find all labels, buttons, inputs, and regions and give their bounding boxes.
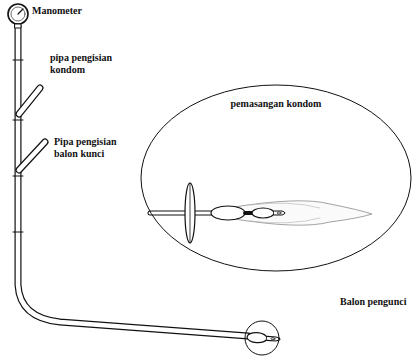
part-label: Pipa pengisian balon kunci bbox=[54, 136, 134, 159]
inset-balloon bbox=[211, 206, 245, 220]
branch-pipe-inner bbox=[19, 142, 45, 170]
branch-pipe-inner bbox=[19, 88, 40, 114]
manometer-dial bbox=[8, 4, 28, 24]
inset-title: pemasangan kondom bbox=[231, 98, 322, 110]
disc bbox=[185, 183, 195, 243]
inset-illustration bbox=[150, 183, 372, 243]
magnify-circle bbox=[245, 321, 279, 355]
inset-ellipse: pemasangan kondom bbox=[140, 84, 412, 272]
condom-outline bbox=[228, 201, 372, 225]
lock-balloon bbox=[247, 332, 281, 344]
branch-pipe bbox=[19, 88, 40, 114]
inset-ellipse-outline bbox=[140, 84, 412, 272]
tube-outline bbox=[18, 26, 248, 336]
manometer-needle bbox=[18, 9, 23, 14]
branch-pipe bbox=[19, 142, 45, 170]
part-label: Balon pengunci bbox=[340, 296, 406, 308]
tube-inner bbox=[18, 26, 248, 336]
part-label: Manometer bbox=[32, 5, 82, 17]
part-label: pipa pengisian kondom bbox=[50, 52, 128, 75]
